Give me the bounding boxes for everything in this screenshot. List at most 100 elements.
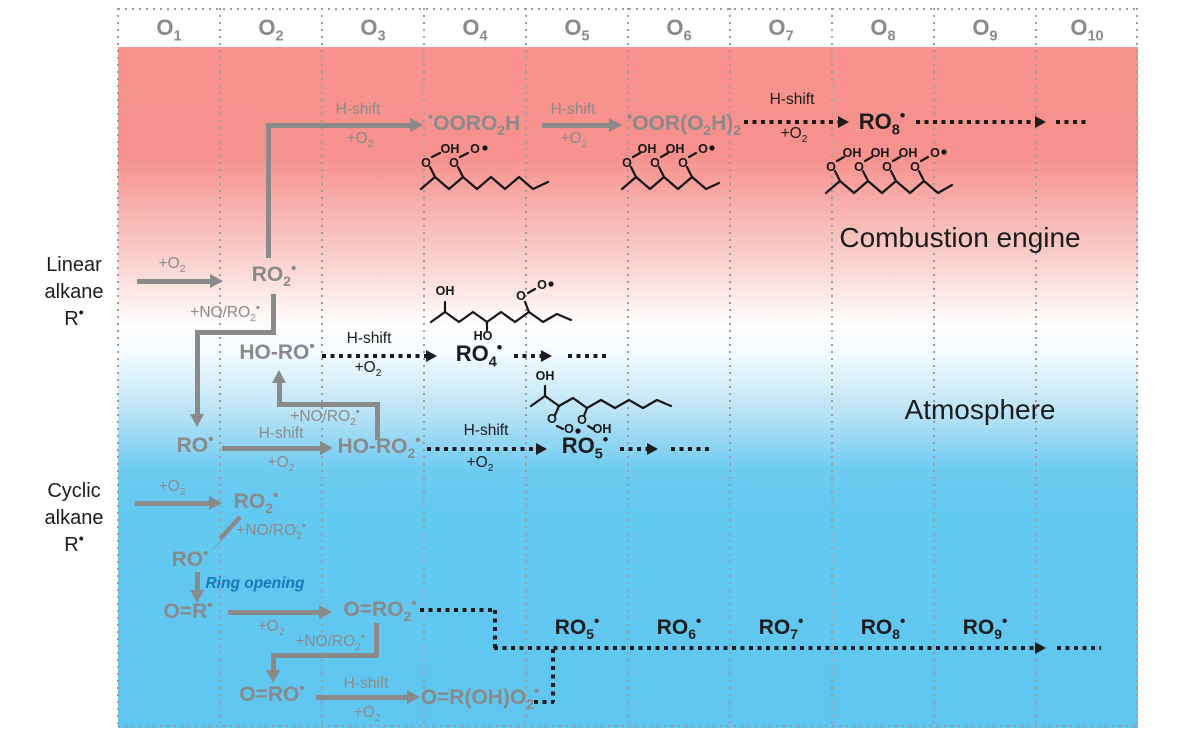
column-line-2 xyxy=(219,8,221,727)
species-o-ro2: O=RO2• xyxy=(343,595,417,625)
atom-label: OH xyxy=(536,370,555,383)
species-bottom-ro6: RO6• xyxy=(656,613,702,643)
column-line-8 xyxy=(831,8,833,727)
arrow-horo2-up-head xyxy=(272,370,286,383)
atom-label: O xyxy=(650,156,660,170)
column-header-o5: O5 xyxy=(564,15,590,45)
label-o2-6: +O2 xyxy=(466,454,494,475)
atom-label: OH xyxy=(638,142,657,156)
species-o-ro: O=RO• xyxy=(239,680,305,706)
species-bottom-ro7: RO7• xyxy=(758,613,804,643)
arrow-ro5-continue-line xyxy=(620,447,648,451)
label-noro2-linear: +NO/RO2• xyxy=(190,301,260,325)
linear-alkane-radical: R• xyxy=(64,305,84,330)
arrow-oro2-down-horiz xyxy=(271,653,379,658)
species-ho-ro2: HO-RO2• xyxy=(337,432,421,462)
atom-label: O xyxy=(516,289,526,303)
column-header-o4: O4 xyxy=(462,15,488,45)
arrow-to-ro8-head xyxy=(838,116,849,128)
cyclic-alkane-label: Cyclic alkane R• xyxy=(28,478,120,559)
species-bottom-ro9: RO9• xyxy=(962,613,1008,643)
atom-label: O xyxy=(826,160,836,174)
linear-alkane-label: Linear alkane R• xyxy=(28,252,120,333)
atom-label: OH xyxy=(899,146,918,160)
label-hshift-4: H-shift xyxy=(346,330,392,347)
dots-bottom-main-line xyxy=(494,646,1036,650)
linear-alkane-line2: alkane xyxy=(44,281,104,303)
arrow-ring-opening-line xyxy=(195,572,200,591)
species-ro4: RO4• xyxy=(455,339,503,371)
arrow-or-oro2-line xyxy=(228,610,320,615)
species-ro-cyclic: RO• xyxy=(171,545,209,571)
species-ho-ro: HO-RO• xyxy=(239,338,315,364)
cyclic-alkane-line1: Cyclic xyxy=(47,480,101,502)
species-bottom-ro8: RO8• xyxy=(860,613,906,643)
label-o2-2: +O2 xyxy=(560,130,588,151)
arrow-oro-head xyxy=(407,690,420,704)
column-line-10 xyxy=(1035,8,1037,727)
arrow-bottom-main-head xyxy=(1035,642,1046,654)
column-line-6 xyxy=(627,8,629,727)
species-o-r: O=R• xyxy=(163,597,213,623)
column-header-o6: O6 xyxy=(666,15,692,45)
molecule-hydroperoxide-1: O OH O O xyxy=(419,142,550,191)
species-linear-ro2: RO2• xyxy=(251,260,297,290)
arrow-to-ro8-line xyxy=(744,120,839,124)
dots-oroh-up xyxy=(551,649,555,702)
species-o-r-oh-o2: O=R(OH)O2• xyxy=(420,683,540,713)
column-header-o9: O9 xyxy=(972,15,998,45)
arrow-ro4-continue-line xyxy=(514,354,542,358)
label-o2-4: +O2 xyxy=(354,359,382,380)
arrow-ring-opening-head xyxy=(190,590,204,603)
combustion-engine-label: Combustion engine xyxy=(839,222,1081,253)
species-oo-r-o2h-2: •OOR(O2H)2 xyxy=(626,109,742,139)
species-ro8-top: RO8• xyxy=(858,107,906,139)
species-ro5-mid: RO5• xyxy=(561,431,609,463)
cyclic-alkane-radical: R• xyxy=(64,531,84,556)
species-bottom-ro5: RO5• xyxy=(554,613,600,643)
arrow-horo2-up-vert1 xyxy=(375,402,380,440)
label-o2-3: +O2 xyxy=(780,125,808,146)
arrow-oro2-down-vert1 xyxy=(374,623,379,658)
label-hshift-6: H-shift xyxy=(463,422,509,439)
label-hshift-2: H-shift xyxy=(550,101,596,118)
arrow-ro8-continue-line xyxy=(916,120,1036,124)
label-o2-8: +O2 xyxy=(353,704,381,725)
arrow-ro2-up-vert xyxy=(266,123,271,258)
arrow-ro2-down-head xyxy=(190,414,204,427)
arrow-ro8-continue-head xyxy=(1035,116,1046,128)
atom-label: OH xyxy=(843,146,862,160)
atom-label: O xyxy=(698,142,708,156)
dots-oro2-down xyxy=(493,610,497,648)
dots-oro2-out xyxy=(420,608,496,612)
label-o2-7: +O2 xyxy=(257,618,285,639)
molecule-hydroperoxide-3: O OH O OH O OH O O xyxy=(824,146,954,195)
atom-label: O xyxy=(564,422,574,436)
dots-bottom-trailing xyxy=(1057,646,1101,650)
arrow-horo2-ro5-head xyxy=(536,443,547,455)
molecule-hydroperoxide-2: O OH O OH O O xyxy=(620,142,721,191)
dots-ro4-trailing xyxy=(568,354,608,358)
column-header-o10: O10 xyxy=(1070,15,1104,45)
dots-oroh-out xyxy=(534,700,554,704)
column-header-o8: O8 xyxy=(870,15,896,45)
column-header-o1: O1 xyxy=(156,15,182,45)
arrow-linear-o2-head xyxy=(210,274,223,288)
arrow-ro2-up-head xyxy=(410,118,423,132)
arrow-horo2-up-horiz xyxy=(277,402,380,407)
arrow-ro-horo2-head xyxy=(320,441,333,455)
label-o2-5: +O2 xyxy=(267,454,295,475)
molecule-hydroxy-peroxy-2: OH O O O OH xyxy=(529,370,673,436)
atom-label: O xyxy=(449,156,459,170)
atom-label: O xyxy=(577,413,587,427)
linear-alkane-line1: Linear xyxy=(46,254,102,276)
atom-label: OH xyxy=(871,146,890,160)
atmosphere-label: Atmosphere xyxy=(904,394,1056,425)
atom-label: O xyxy=(622,156,632,170)
dots-ro8-trailing xyxy=(1056,120,1090,124)
label-noro2-cyclic: +NO/RO2• xyxy=(236,519,306,543)
label-hshift-3: H-shift xyxy=(769,91,815,108)
atom-label: O xyxy=(930,146,940,160)
arrow-cyclic-diagonal xyxy=(211,515,242,551)
label-noro2-bottom: +NO/RO2• xyxy=(295,630,365,654)
